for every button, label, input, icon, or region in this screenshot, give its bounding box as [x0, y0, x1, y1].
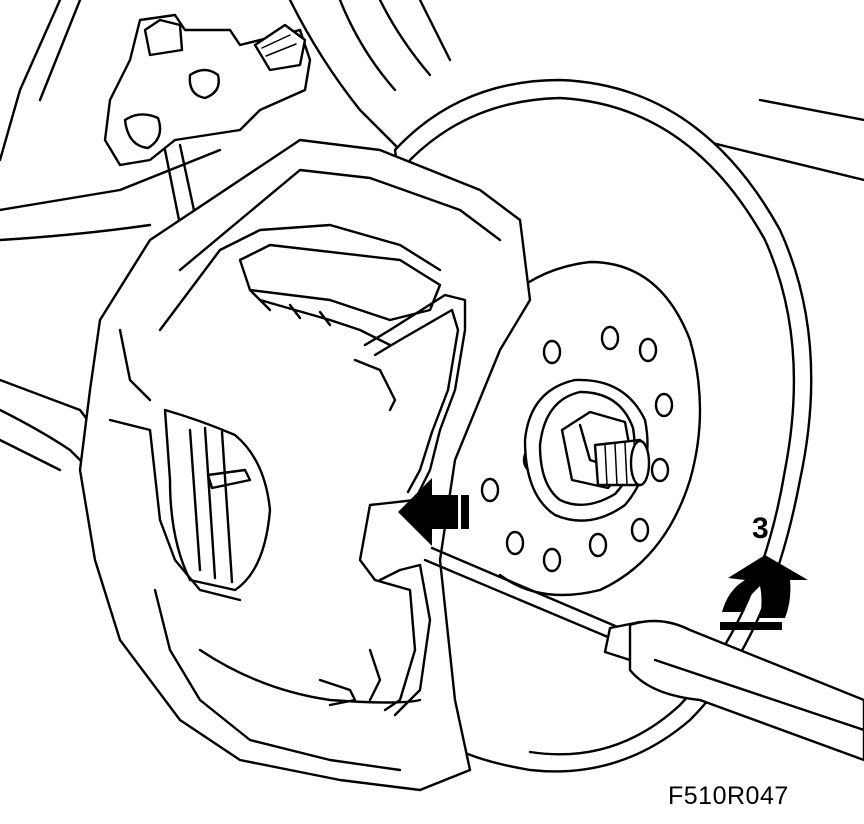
caliper-bracket: [103, 13, 312, 242]
stud-hole: [588, 532, 608, 558]
bracket-bolt: [188, 68, 220, 100]
stud-hole: [654, 392, 674, 418]
suspension-background: [0, 0, 864, 472]
stud-hole: [650, 457, 670, 483]
stud-hole: [600, 325, 620, 351]
left-arrow-icon: [398, 478, 469, 546]
rotation-indicator: 3: [720, 512, 808, 630]
stud-hole: [542, 339, 562, 365]
curved-up-arrow-icon: [722, 555, 808, 618]
stud-hole: [542, 547, 562, 573]
bleed-nipple: [253, 23, 307, 72]
pad-retainer: [238, 243, 442, 322]
stud-hole: [630, 517, 650, 543]
screwdriver: [423, 546, 864, 762]
caliper-body: [78, 138, 532, 792]
sensor-connector: [143, 18, 184, 57]
step-number: 3: [752, 512, 769, 545]
stud-hole: [505, 530, 525, 556]
figure-code: F510R047: [668, 782, 789, 810]
bracket-bolt: [123, 113, 162, 150]
stud-hole: [638, 337, 658, 363]
stud-hole: [480, 477, 500, 503]
